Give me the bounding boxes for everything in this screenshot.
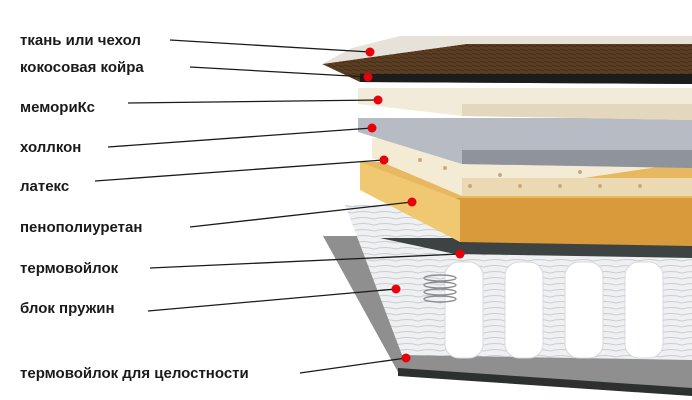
label-spring-block: блок пружин <box>20 300 115 317</box>
hollcon-layer <box>358 118 692 168</box>
label-thermal-felt: термовойлок <box>20 260 119 277</box>
label-pu-foam: пенополиуретан <box>20 219 143 236</box>
marker-dot <box>373 95 383 105</box>
label-coconut-coir: кокосовая койра <box>20 59 144 76</box>
marker-dot <box>363 72 373 82</box>
marker-dot <box>365 47 375 57</box>
marker-dot <box>455 249 465 259</box>
label-latex: латекс <box>20 178 70 195</box>
coconut-coir-layer <box>322 44 692 84</box>
marker-dot <box>407 197 417 207</box>
memory-foam-layer <box>358 88 692 120</box>
marker-dot <box>401 353 411 363</box>
marker-dots <box>363 47 465 363</box>
marker-dot <box>379 155 389 165</box>
label-hollcon: холлкон <box>20 139 82 156</box>
label-fabric-cover: ткань или чехол <box>20 32 141 49</box>
marker-dot <box>367 123 377 133</box>
marker-dot <box>391 284 401 294</box>
fabric-cover-layer <box>322 36 692 64</box>
label-memory-foam: мемориКс <box>20 99 95 116</box>
leader-lines <box>94 39 461 374</box>
label-bottom-felt: термовойлок для целостности <box>20 365 249 382</box>
